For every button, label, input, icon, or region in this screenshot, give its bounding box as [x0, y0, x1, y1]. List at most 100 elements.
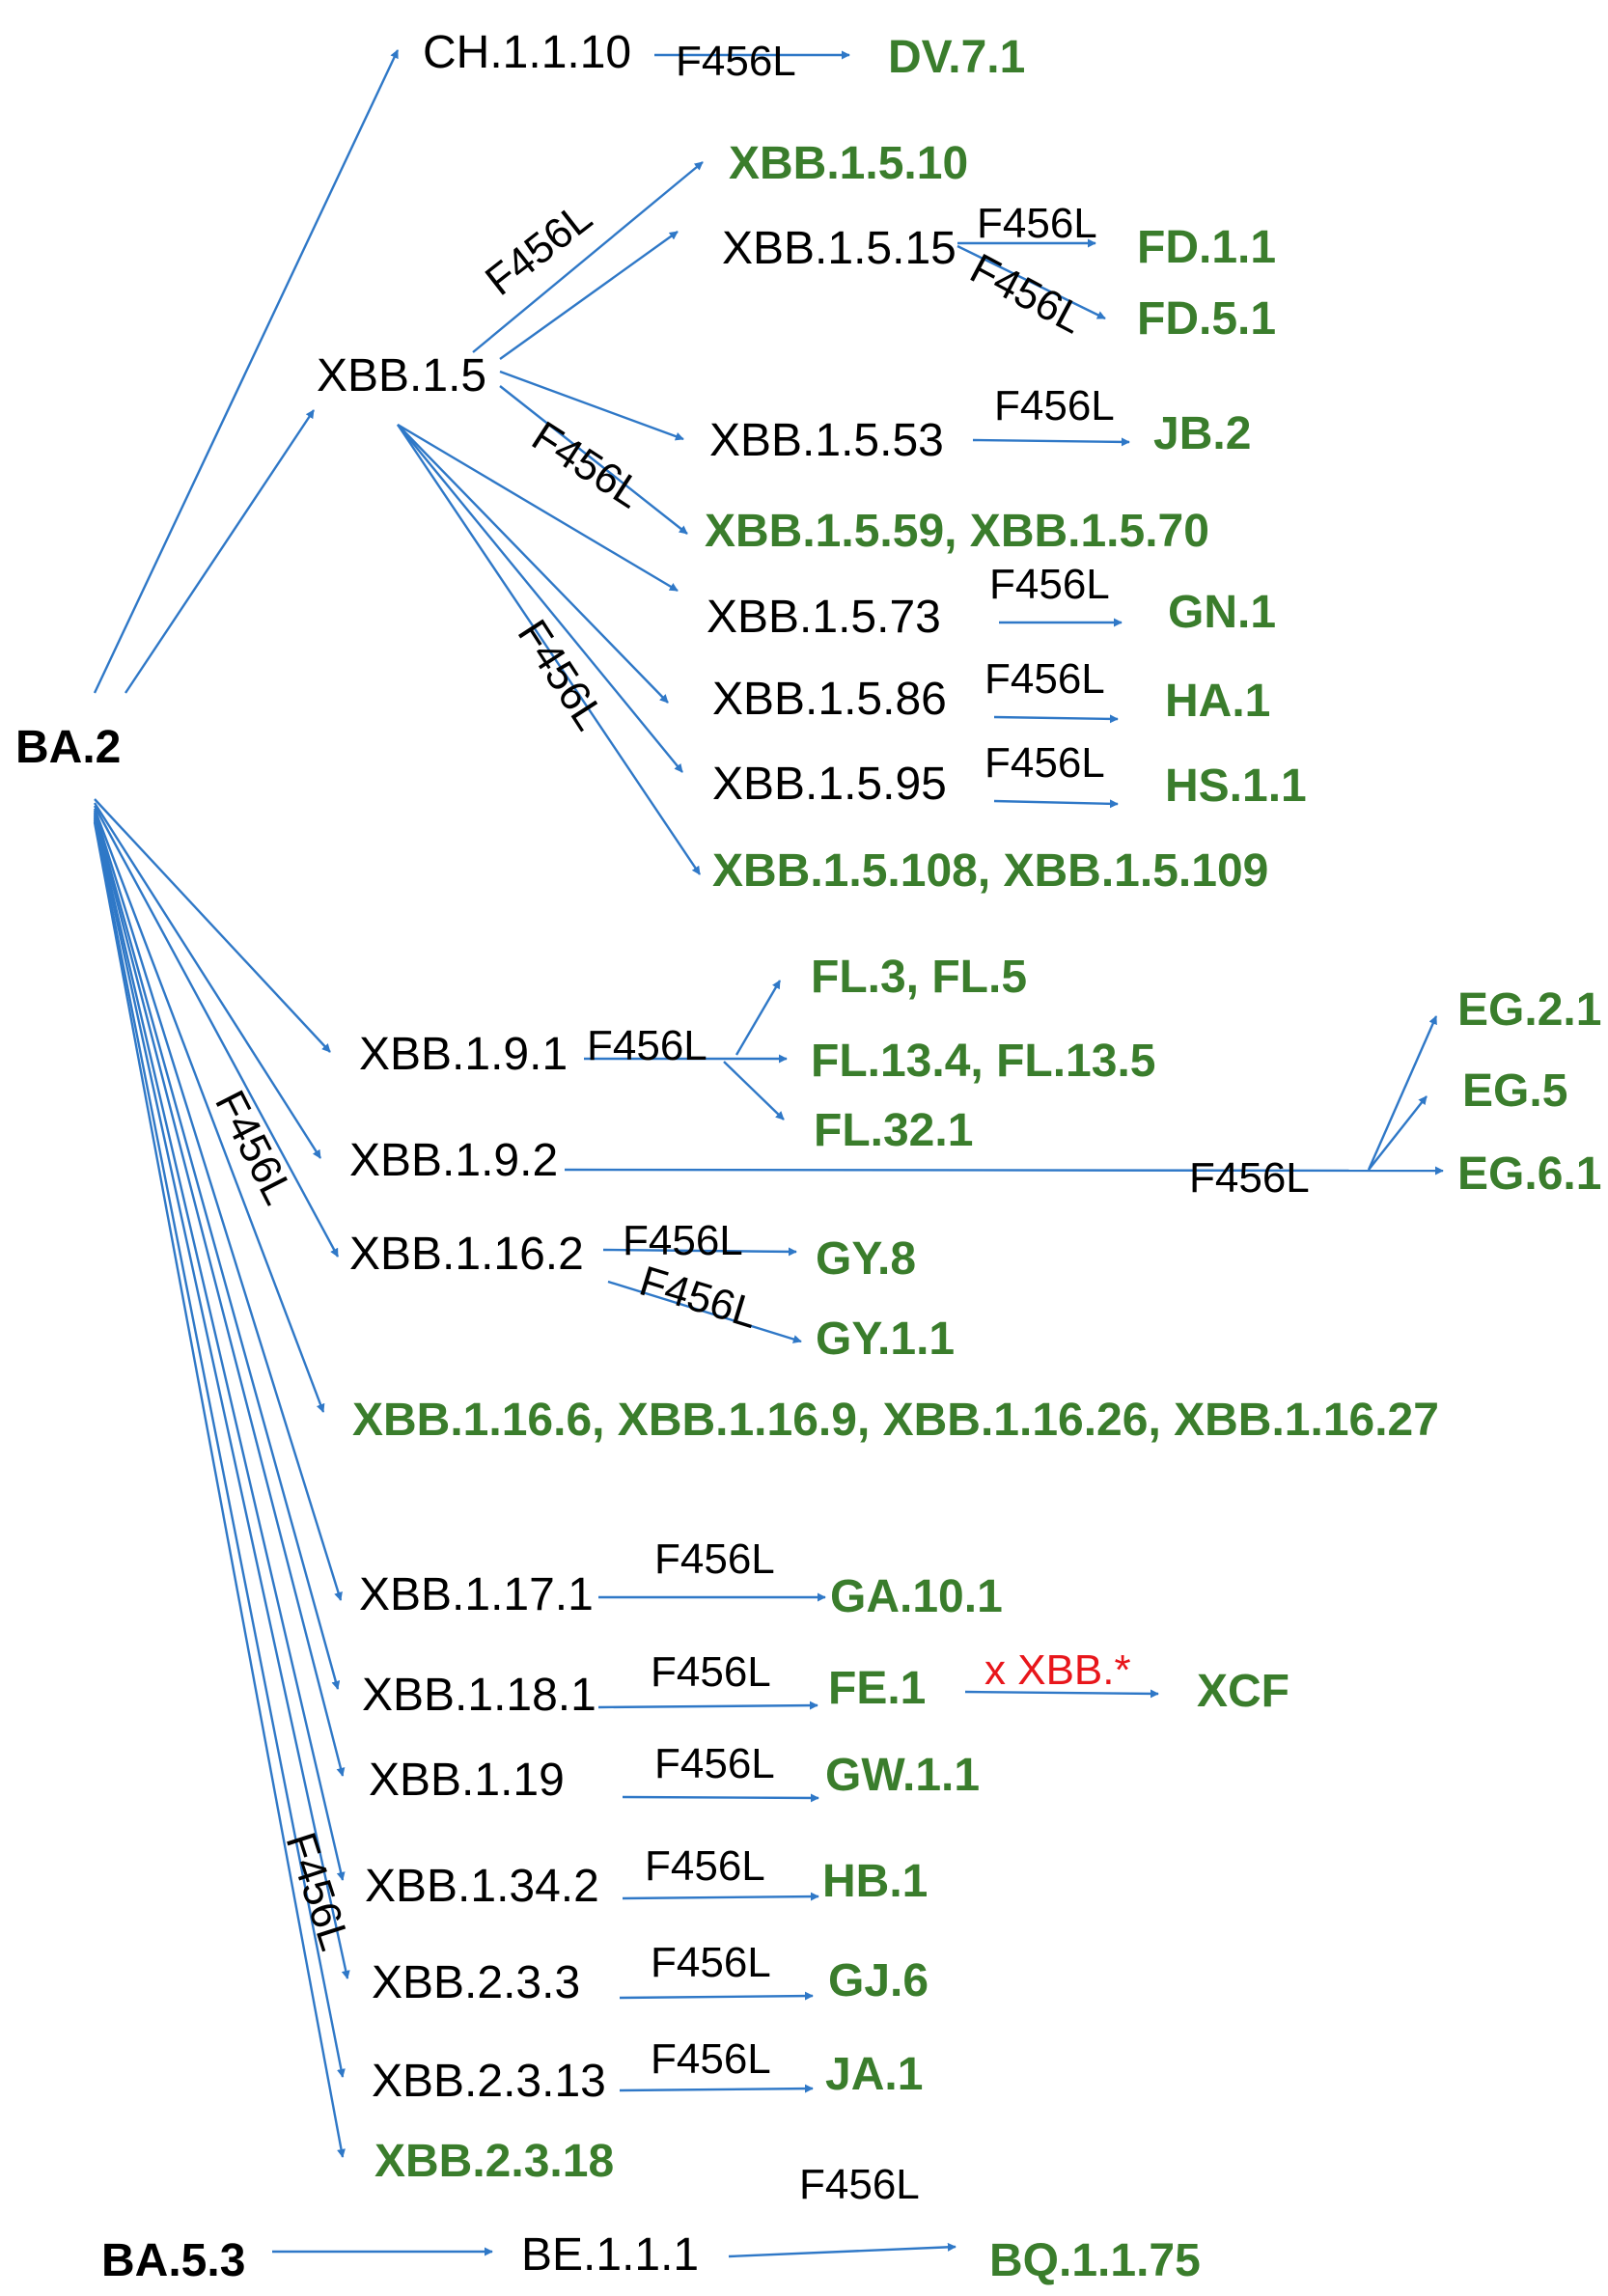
arrow-xbb192-to-eg5 — [1368, 1095, 1428, 1171]
lineage-be111: BE.1.1.1 — [521, 2229, 699, 2281]
lineage-xbb1573: XBB.1.5.73 — [707, 592, 941, 643]
lineage-hs11: HS.1.1 — [1165, 761, 1307, 812]
arrow-xbb1342-to-hb1 — [622, 1892, 819, 1901]
arrow-ba2-to-xbb191 — [94, 798, 331, 1053]
arrow-ba2-to-ch11110 — [93, 49, 400, 694]
lineage-ba2: BA.2 — [15, 722, 121, 773]
lineage-xbb1595: XBB.1.5.95 — [712, 759, 947, 810]
lineage-fl134135: FL.13.4, FL.13.5 — [811, 1036, 1155, 1087]
lineage-xbb15: XBB.1.5 — [317, 350, 486, 401]
lineage-xbb191: XBB.1.9.1 — [359, 1029, 568, 1080]
lineage-ha1: HA.1 — [1165, 676, 1270, 727]
arrow-xbb191-to-fl321 — [723, 1061, 785, 1120]
arrow-xbb15-to-xbb1510 — [472, 161, 704, 353]
arrow-xbb15-to-xbb1586 — [397, 424, 669, 704]
lineage-xbb1510: XBB.1.5.10 — [729, 138, 968, 189]
lineage-fd11: FD.1.1 — [1137, 222, 1276, 273]
mutation-label: F456L — [477, 193, 600, 304]
arrow-xbb15-to-xbb15108109 — [397, 424, 701, 875]
lineage-xbb1553: XBB.1.5.53 — [709, 415, 944, 466]
lineage-xbb1586: XBB.1.5.86 — [712, 674, 947, 725]
mutation-label: F456L — [651, 1939, 771, 1986]
arrow-xbb1181-to-fe1 — [597, 1701, 818, 1710]
lineage-gj6: GJ.6 — [828, 1955, 929, 2006]
arrow-ba2-to-xbb1162 — [93, 805, 340, 1258]
arrow-xbb192-to-eg21 — [1367, 1015, 1438, 1171]
lineage-hb1: HB.1 — [822, 1856, 928, 1907]
mutation-label: F456L — [206, 1083, 302, 1211]
mutation-label: F456L — [984, 739, 1105, 787]
mutation-label: F456L — [651, 1648, 771, 1696]
lineage-xbb1162: XBB.1.16.2 — [349, 1229, 584, 1280]
lineage-fd51: FD.5.1 — [1137, 293, 1276, 345]
lineage-xbb1515: XBB.1.5.15 — [722, 223, 956, 274]
mutation-label: F456L — [651, 2035, 771, 2083]
arrow-xbb192-to-eg61 — [564, 1166, 1444, 1176]
lineage-eg5: EG.5 — [1462, 1065, 1567, 1117]
arrow-ba2-to-xbb1342 — [93, 816, 346, 1881]
mutation-label: F456L — [799, 2161, 920, 2208]
arrow-xbb233-to-gj6 — [619, 1991, 814, 2001]
mutation-label: F456L — [977, 200, 1097, 247]
lineage-xbb192: XBB.1.9.2 — [349, 1135, 558, 1186]
arrow-xbb1595-to-hs11 — [993, 799, 1119, 809]
arrow-xbb15-to-xbb155970 — [499, 385, 688, 535]
lineage-xbb119: XBB.1.19 — [369, 1755, 565, 1806]
arrow-xbb1162-to-gy8 — [602, 1247, 797, 1257]
arrow-xbb15-to-xbb1595 — [397, 424, 683, 773]
arrow-xbb1586-to-ha1 — [993, 714, 1119, 724]
lineage-jb2: JB.2 — [1153, 408, 1251, 459]
arrow-be111-to-bq1175 — [728, 2242, 956, 2258]
lineage-eg21: EG.2.1 — [1457, 984, 1601, 1036]
mutation-label: F456L — [962, 245, 1091, 344]
lineage-xbb155970: XBB.1.5.59, XBB.1.5.70 — [705, 506, 1209, 557]
lineage-xbb2318: XBB.2.3.18 — [374, 2136, 614, 2187]
recombination-label: x XBB.* — [984, 1646, 1131, 1694]
arrow-ba2-to-xbb15 — [125, 409, 315, 694]
lineage-bq1175: BQ.1.1.75 — [989, 2235, 1201, 2286]
arrow-xbb1553-to-jb2 — [972, 437, 1130, 447]
mutation-label: F456L — [989, 561, 1110, 608]
lineage-xbb1171: XBB.1.17.1 — [359, 1569, 594, 1620]
arrow-xbb2313-to-ja1 — [619, 2084, 814, 2093]
lineage-eg61: EG.6.1 — [1457, 1148, 1601, 1200]
mutation-label: F456L — [1189, 1154, 1310, 1202]
lineage-fl321: FL.32.1 — [814, 1105, 973, 1156]
mutation-label: F456L — [276, 1827, 358, 1956]
lineage-xbb233: XBB.2.3.3 — [372, 1957, 580, 2008]
lineage-ch11110: CH.1.1.10 — [423, 27, 631, 78]
lineage-xbb15108109: XBB.1.5.108, XBB.1.5.109 — [712, 845, 1268, 897]
arrow-ba2-to-xbb2313 — [93, 819, 346, 2078]
lineage-xbb1181: XBB.1.18.1 — [362, 1670, 596, 1721]
arrow-ba2-to-xbb119 — [93, 814, 346, 1777]
mutation-label: F456L — [654, 1740, 775, 1787]
arrow-ba2-to-xbb192 — [93, 802, 322, 1159]
arrow-xbb1162-to-gy11 — [607, 1280, 802, 1343]
mutation-label: F456L — [994, 382, 1115, 429]
lineage-dv71: DV.7.1 — [888, 32, 1025, 83]
lineage-gn1: GN.1 — [1168, 587, 1276, 638]
arrow-ba2-to-xbb116group — [93, 808, 325, 1413]
lineage-gy8: GY.8 — [816, 1233, 916, 1285]
lineage-gy11: GY.1.1 — [816, 1314, 955, 1365]
lineage-xbb1342: XBB.1.34.2 — [365, 1861, 599, 1912]
arrow-fe1-to-xcf — [964, 1689, 1159, 1699]
mutation-label: F456L — [623, 1217, 743, 1264]
lineage-fe1: FE.1 — [828, 1663, 926, 1714]
lineage-ga101: GA.10.1 — [830, 1571, 1003, 1622]
lineage-gw11: GW.1.1 — [825, 1750, 980, 1801]
mutation-label: F456L — [634, 1258, 763, 1338]
arrow-xbb1515-to-fd51 — [956, 244, 1106, 320]
lineage-ba53: BA.5.3 — [101, 2235, 245, 2286]
lineage-xcf: XCF — [1197, 1666, 1289, 1717]
arrows — [93, 49, 1444, 2258]
mutation-label: F456L — [645, 1842, 765, 1890]
arrow-ba2-to-xbb1181 — [93, 812, 341, 1690]
arrow-xbb15-to-xbb1515 — [499, 231, 679, 360]
mutation-label: F456L — [984, 655, 1105, 703]
arrow-xbb15-to-xbb1573 — [397, 423, 679, 593]
arrow-xbb191-to-fl35 — [735, 980, 782, 1056]
lineage-ja1: JA.1 — [825, 2049, 923, 2100]
lineage-fl35: FL.3, FL.5 — [811, 952, 1027, 1003]
